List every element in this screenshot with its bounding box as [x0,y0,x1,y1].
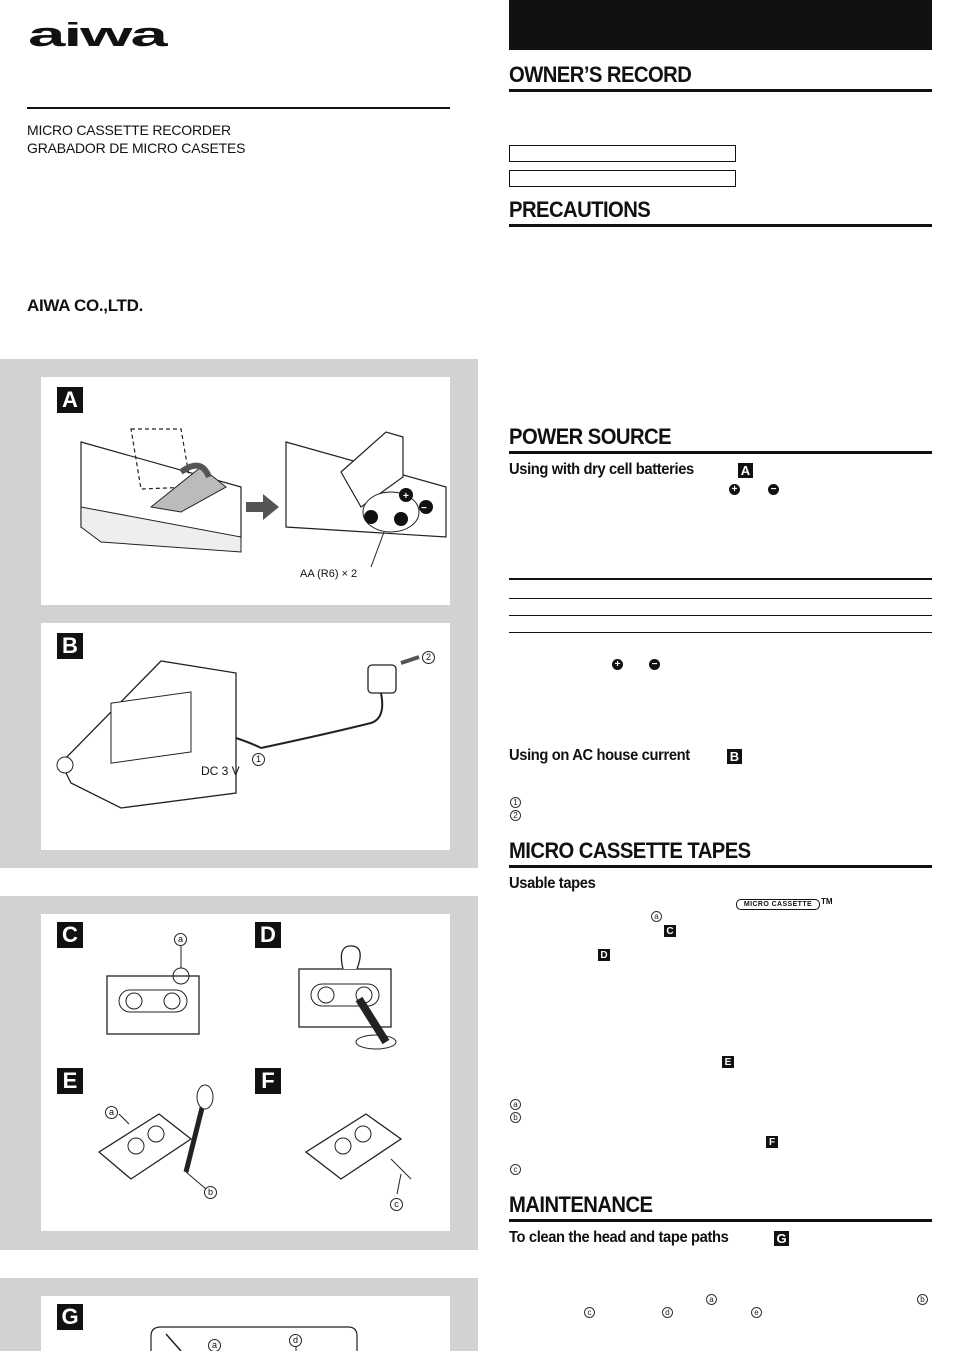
dc-spec: DC 3 V [201,764,240,778]
power-source-title: POWER SOURCE [509,424,672,449]
mark-a-3: a [706,1294,717,1305]
precautions-rule [509,224,932,227]
mark-e: e [751,1307,762,1318]
battery-table-rule-2 [509,615,932,616]
figure-f-label: F [255,1068,281,1094]
maintenance-rule [509,1219,932,1222]
battery-table-top-rule [509,578,932,580]
title-bar [509,0,932,50]
owners-record-rule [509,89,932,92]
callout-e-b: b [204,1186,217,1199]
mark-a-2: a [510,1099,521,1110]
trademark-mark: TM [821,897,833,906]
mark-d: d [662,1307,673,1318]
figure-cdef: C D E F a a b c [41,914,450,1231]
micro-cassette-tapes-rule [509,865,932,868]
power-source-rule [509,451,932,454]
figure-c-label: C [57,922,83,948]
mark-c-2: c [584,1307,595,1318]
cassette-illustrations [97,945,412,1195]
callout-f-c: c [390,1198,403,1211]
company-name: AIWA CO.,LTD. [27,296,144,315]
figure-b: B 2 1 DC 3 V [41,623,450,850]
aiwa-logo: aiwa [28,22,168,52]
battery-spec: AA (R6) × 2 [300,568,358,580]
mark-c-1: c [510,1164,521,1175]
step-2-mark: 2 [510,810,521,821]
battery-table-rule-1 [509,598,932,599]
plus-mark-2: + [612,659,623,670]
plus-mark: + [729,484,740,495]
precautions-title: PRECAUTIONS [509,197,651,222]
figure-a: A + − AA (R6) × 2 [41,377,450,605]
model-number-field[interactable] [509,145,736,162]
callout-g-a: a [208,1339,221,1351]
model-name: MICRO CASSETTE RECORDER GRABADOR DE MICR… [27,121,245,157]
svg-text:aiwa: aiwa [28,22,168,52]
figure-g: G a d [41,1296,450,1351]
minus-mark-2: − [649,659,660,670]
figure-a-label: A [57,387,83,413]
mark-a-1: a [651,911,662,922]
micro-cassette-logo: MICRO CASSETTE [736,899,820,910]
mark-b-2: b [917,1294,928,1305]
maintenance-title: MAINTENANCE [509,1192,653,1217]
figure-b-label: B [57,633,83,659]
head-cleaning-illustration [150,1326,358,1351]
svg-text:−: − [421,503,427,514]
ref-figure-f: F [766,1136,778,1148]
callout-g-d: d [289,1334,302,1347]
clean-head-subtitle: To clean the head and tape paths [509,1229,729,1246]
ref-figure-c: C [664,925,676,937]
ref-figure-g: G [774,1231,789,1246]
mark-b-1: b [510,1112,521,1123]
callout-2: 2 [422,651,435,664]
ref-figure-a: A [738,463,753,478]
ref-figure-d: D [598,949,610,961]
usable-tapes-subtitle: Usable tapes [509,875,596,892]
figure-g-label: G [57,1304,83,1330]
step-1-mark: 1 [510,797,521,808]
header-rule [27,107,450,109]
dry-cell-subtitle: Using with dry cell batteries [509,461,694,478]
battery-insertion-illustration: + − [80,428,447,568]
figure-d-label: D [255,922,281,948]
owners-record-title: OWNER’S RECORD [509,62,692,87]
ref-figure-e: E [722,1056,734,1068]
ac-current-subtitle: Using on AC house current [509,747,690,764]
model-name-english: MICRO CASSETTE RECORDER [27,122,231,138]
minus-mark: − [768,484,779,495]
callout-e-a: a [105,1106,118,1119]
callout-c-a: a [174,933,187,946]
ref-figure-b: B [727,749,742,764]
model-name-spanish: GRABADOR DE MICRO CASETES [27,140,246,156]
callout-1: 1 [252,753,265,766]
ac-adaptor-illustration [56,655,420,809]
svg-text:+: + [403,491,409,502]
battery-table-bottom-rule [509,632,932,633]
serial-number-field[interactable] [509,170,736,187]
micro-cassette-tapes-title: MICRO CASSETTE TAPES [509,838,751,863]
figure-e-label: E [57,1068,83,1094]
